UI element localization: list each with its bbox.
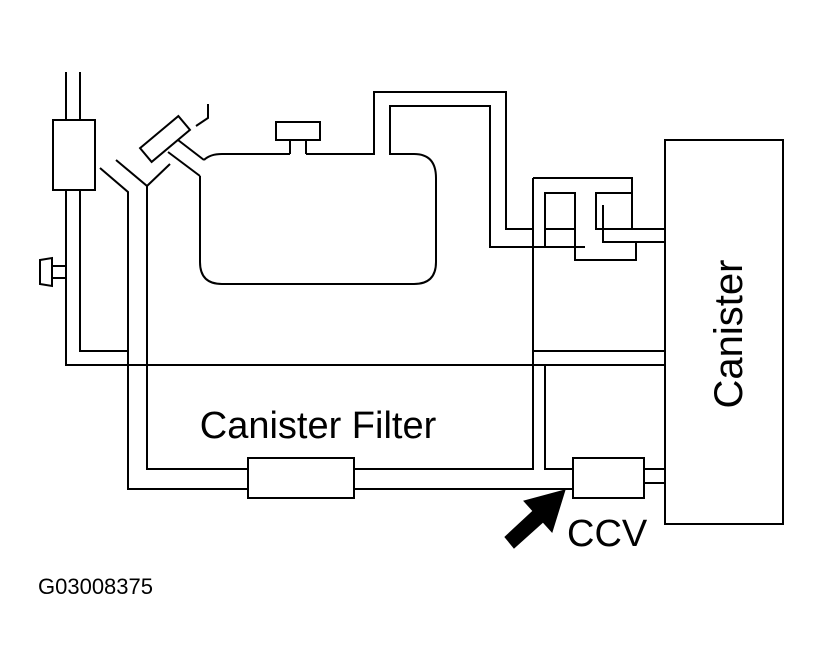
- canister-box: [664, 139, 784, 525]
- ccv-icon: [572, 457, 645, 499]
- inline-component: [52, 119, 96, 191]
- figure-id: G03008375: [38, 574, 153, 599]
- vent-valve-assembly: [532, 177, 665, 352]
- canister-filter-line: [247, 457, 573, 499]
- canister-label: Canister: [707, 260, 751, 409]
- left-vertical-line: [52, 72, 665, 366]
- fuel-cap-icon: [138, 114, 192, 164]
- filler-neck: [99, 104, 248, 490]
- canister-filter-label: Canister Filter: [200, 405, 437, 447]
- canister-filter-icon: [247, 457, 355, 499]
- vent-valve-left: [544, 192, 576, 230]
- ccv-label: CCV: [567, 513, 648, 555]
- side-valve-icon: [39, 256, 66, 288]
- fuel-tank: [199, 91, 585, 285]
- vent-valve-right: [595, 192, 633, 230]
- ccv-pointer-arrow: [504, 489, 566, 549]
- tank-cap-icon: [275, 121, 321, 141]
